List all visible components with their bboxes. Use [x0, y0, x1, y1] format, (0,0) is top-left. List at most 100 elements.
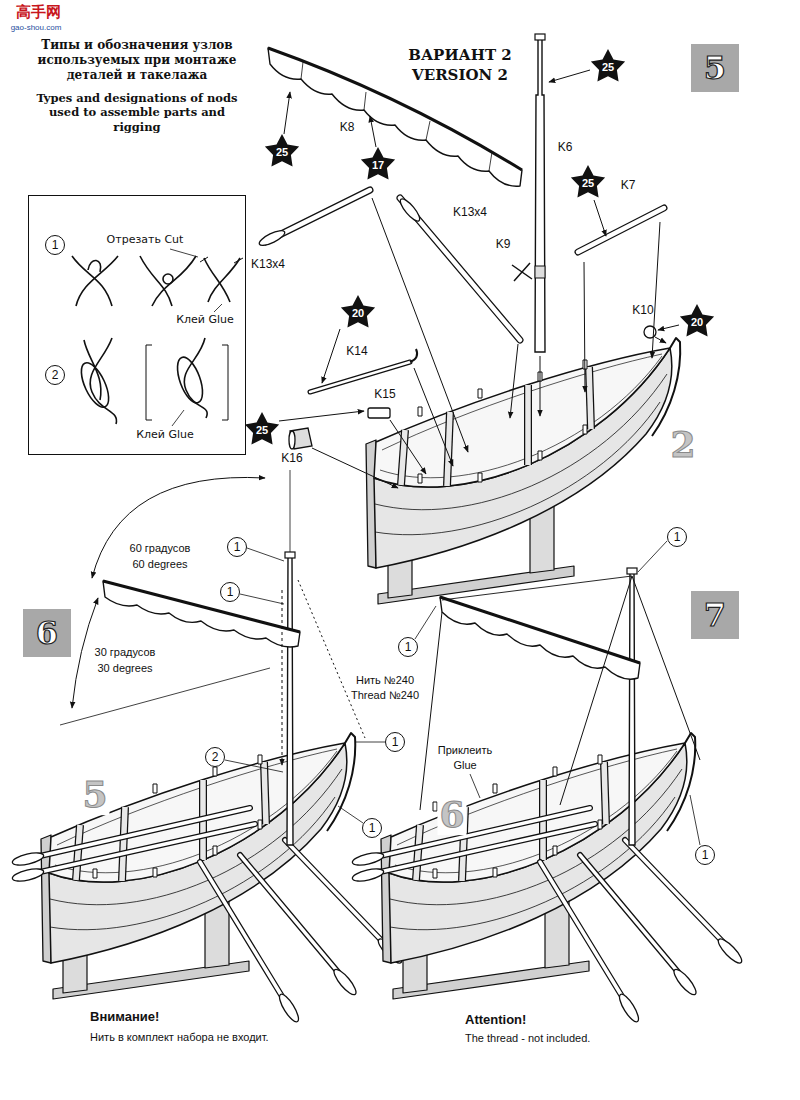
callout-number: 2 — [205, 747, 225, 767]
sail — [440, 597, 640, 679]
sail — [440, 597, 640, 679]
knot-drawing — [76, 256, 118, 306]
glue-label: Приклеить — [438, 744, 493, 756]
callout-number-text: 1 — [227, 586, 234, 598]
part-name: K16 — [281, 452, 302, 465]
angle-label: 60 градусов — [130, 542, 191, 554]
knot-drawing — [84, 340, 101, 400]
knot-drawing — [184, 338, 207, 418]
spar — [578, 208, 664, 252]
mast — [627, 568, 637, 574]
callout-number: 1 — [362, 818, 382, 838]
callout-number: 1 — [220, 582, 240, 602]
glue-star-text: 17 — [372, 160, 384, 171]
callout-number: 1 — [45, 235, 65, 255]
sail — [440, 597, 640, 663]
knot-drawing — [72, 249, 243, 426]
leader-arrow — [284, 92, 290, 134]
mast — [285, 552, 295, 845]
part-name: K6 — [558, 141, 573, 154]
mast — [535, 266, 545, 278]
knot-drawing — [90, 338, 116, 424]
callout-number-text: 2 — [52, 369, 59, 381]
callout-number: 1 — [398, 637, 418, 657]
mast — [535, 38, 545, 352]
angle-guide — [60, 668, 270, 725]
sail — [103, 581, 300, 632]
rigging-thread — [442, 576, 632, 600]
glue-star: 20 — [679, 304, 715, 340]
callout-number-text: 1 — [234, 541, 241, 553]
knot-drawing — [200, 257, 243, 263]
leader-arrow — [279, 411, 364, 421]
star-shape — [265, 134, 299, 167]
thread-label: Нить №240 — [356, 674, 414, 686]
callout-number-text: 1 — [392, 736, 399, 748]
callout-number: 2 — [45, 365, 65, 385]
angle-guide — [290, 470, 291, 552]
small-part — [290, 428, 312, 449]
callout-number-text: 1 — [702, 849, 709, 861]
callout-number-text: 1 — [52, 239, 59, 251]
leader-arrow — [658, 325, 679, 330]
rigging-thread — [632, 576, 700, 760]
star-shape — [341, 295, 375, 328]
rigging-thread — [415, 541, 700, 845]
part-name: K8 — [340, 121, 355, 134]
knot-drawing — [208, 258, 240, 302]
boat-number: 5 — [80, 775, 109, 815]
glue-star-text: 25 — [602, 62, 614, 73]
star-shape — [571, 165, 605, 198]
mast — [629, 572, 635, 845]
panel-heading: Типы и обозначения узлов используемых пр… — [28, 38, 246, 83]
boat-number: 2 — [668, 425, 697, 465]
step-number: 7 — [691, 591, 739, 639]
leader-arrow — [510, 344, 518, 418]
callout-number: 1 — [227, 537, 247, 557]
glue-star: 17 — [360, 147, 396, 183]
leader-arrow — [322, 329, 340, 383]
glue-star-text: 20 — [352, 308, 364, 319]
sail — [103, 581, 300, 647]
callout-number-text: 2 — [212, 751, 219, 763]
glue-star-text: 20 — [691, 317, 703, 328]
small-part — [368, 408, 390, 418]
part-name: K14 — [346, 345, 367, 358]
mast — [535, 34, 545, 40]
leader-arrow — [312, 448, 398, 488]
leader-arrow — [584, 262, 585, 392]
angle-guide — [92, 477, 265, 578]
glue-star: 25 — [244, 412, 280, 448]
note-text: Нить в комплект набора не входит. — [90, 1031, 269, 1043]
step-number-text: 6 — [36, 617, 58, 649]
leader-arrow — [414, 368, 453, 466]
knot-panel: Типы и обозначения узлов используемых пр… — [28, 38, 246, 456]
bracket-part — [512, 263, 532, 281]
panel-heading: Types and designations of nods used to a… — [28, 91, 246, 134]
knot-drawing — [222, 345, 228, 420]
leader-arrow — [372, 198, 468, 452]
star-shape — [361, 147, 395, 180]
glue-star: 20 — [340, 295, 376, 331]
knot-drawing — [88, 260, 101, 272]
knot-note: Отрезать Cut — [107, 233, 184, 247]
callout-number: 1 — [695, 845, 715, 865]
part-name: K9 — [496, 238, 511, 251]
thread-label: Thread №240 — [351, 689, 419, 701]
step-number-text: 5 — [704, 52, 726, 84]
leader-arrow — [594, 200, 606, 236]
step-number: 6 — [23, 609, 71, 657]
knot-drawing — [146, 345, 152, 420]
boat-number: 6 — [437, 795, 466, 835]
watermark: 高手网 — [16, 4, 61, 21]
callout-number: 1 — [667, 527, 687, 547]
small-part — [257, 228, 286, 248]
small-part — [257, 196, 656, 449]
angle-label: 30 degrees — [97, 662, 152, 674]
sail — [103, 581, 300, 647]
boat-hull — [366, 338, 680, 604]
callout-number: 1 — [385, 732, 405, 752]
leader-arrow — [540, 356, 541, 416]
small-part — [289, 431, 295, 449]
